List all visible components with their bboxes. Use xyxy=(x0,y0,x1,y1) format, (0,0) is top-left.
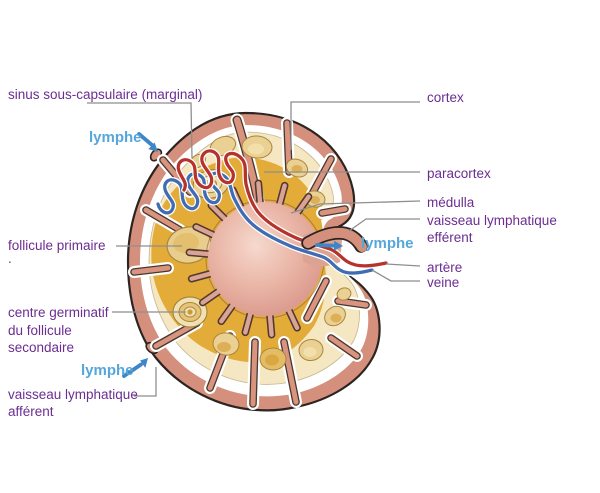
lymph-arrow-bottom-left xyxy=(122,358,148,378)
label-vein: veine xyxy=(427,275,460,290)
label-primary-follicle: follicule primaire xyxy=(8,238,106,253)
label-paracortex: paracortex xyxy=(427,166,491,181)
vein-path xyxy=(156,171,374,275)
medulla xyxy=(185,179,342,339)
secondary-follicle-germinal-center xyxy=(172,296,208,328)
efferent-vessel xyxy=(301,226,368,253)
label-subcapsular-sinus: sinus sous-capsulaire (marginal) xyxy=(8,87,203,102)
label-cortex: cortex xyxy=(427,90,464,105)
medulla-body xyxy=(208,202,322,316)
label-medulla: médulla xyxy=(427,195,475,210)
label-lymphe-top-left: lymphe xyxy=(89,129,142,146)
lymph-arrow-top-left xyxy=(137,132,158,152)
label-primary-follicle-dot: . xyxy=(8,251,12,266)
label-lymphe-right: lymphe xyxy=(361,235,414,252)
label-lymphe-bottom-left: lymphe xyxy=(81,362,134,379)
label-germinal-center: centre germinatif du follicule secondair… xyxy=(8,305,109,355)
label-efferent-vessel: vaisseau lymphatique efférent xyxy=(427,213,557,245)
lymph-arrow-efferent xyxy=(315,240,343,251)
lymph-flow-arrows xyxy=(122,132,343,378)
label-artery: artère xyxy=(427,260,463,275)
label-afferent-vessel: vaisseau lymphatique afférent xyxy=(8,387,138,419)
leader-lines xyxy=(87,101,421,397)
